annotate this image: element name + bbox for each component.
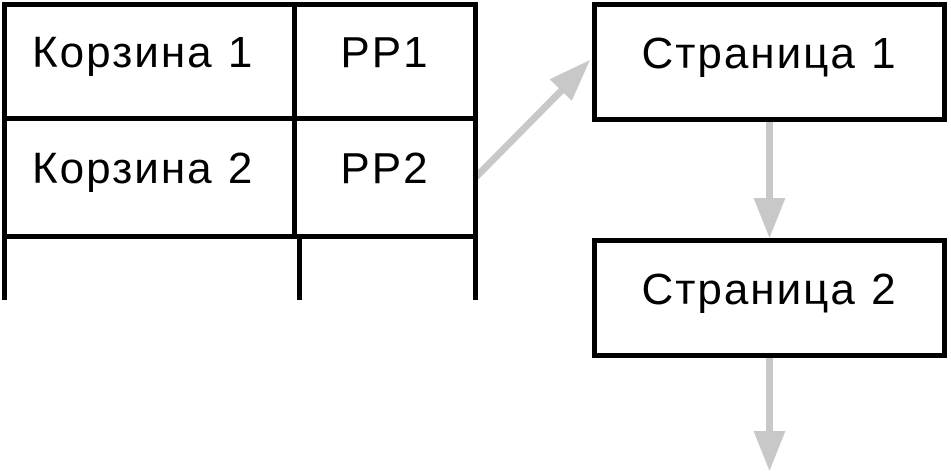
page-2-label: Страница 2 [641, 265, 898, 314]
page-2-box: Страница 2 [592, 238, 947, 358]
table-open-row-middle-line [297, 239, 302, 300]
table-open-row-right-line [473, 239, 478, 300]
arrow-page2-down [753, 358, 786, 471]
table-cell-pp-2: PP2 [340, 144, 430, 194]
page-1-label: Страница 1 [641, 29, 898, 78]
page-1-box: Страница 1 [592, 2, 947, 122]
arrow-page1-to-page2 [753, 122, 786, 238]
table-cell-basket-2: Корзина 2 [7, 120, 297, 234]
table-open-row-left-line [2, 239, 7, 300]
basket-table: Корзина 1 PP1 Корзина 2 PP2 [2, 2, 478, 239]
table-cell-basket-1: Корзина 1 [7, 7, 297, 121]
table-cell-pp-1: PP1 [297, 7, 473, 121]
arrow-pp2-to-page1 [472, 60, 590, 181]
